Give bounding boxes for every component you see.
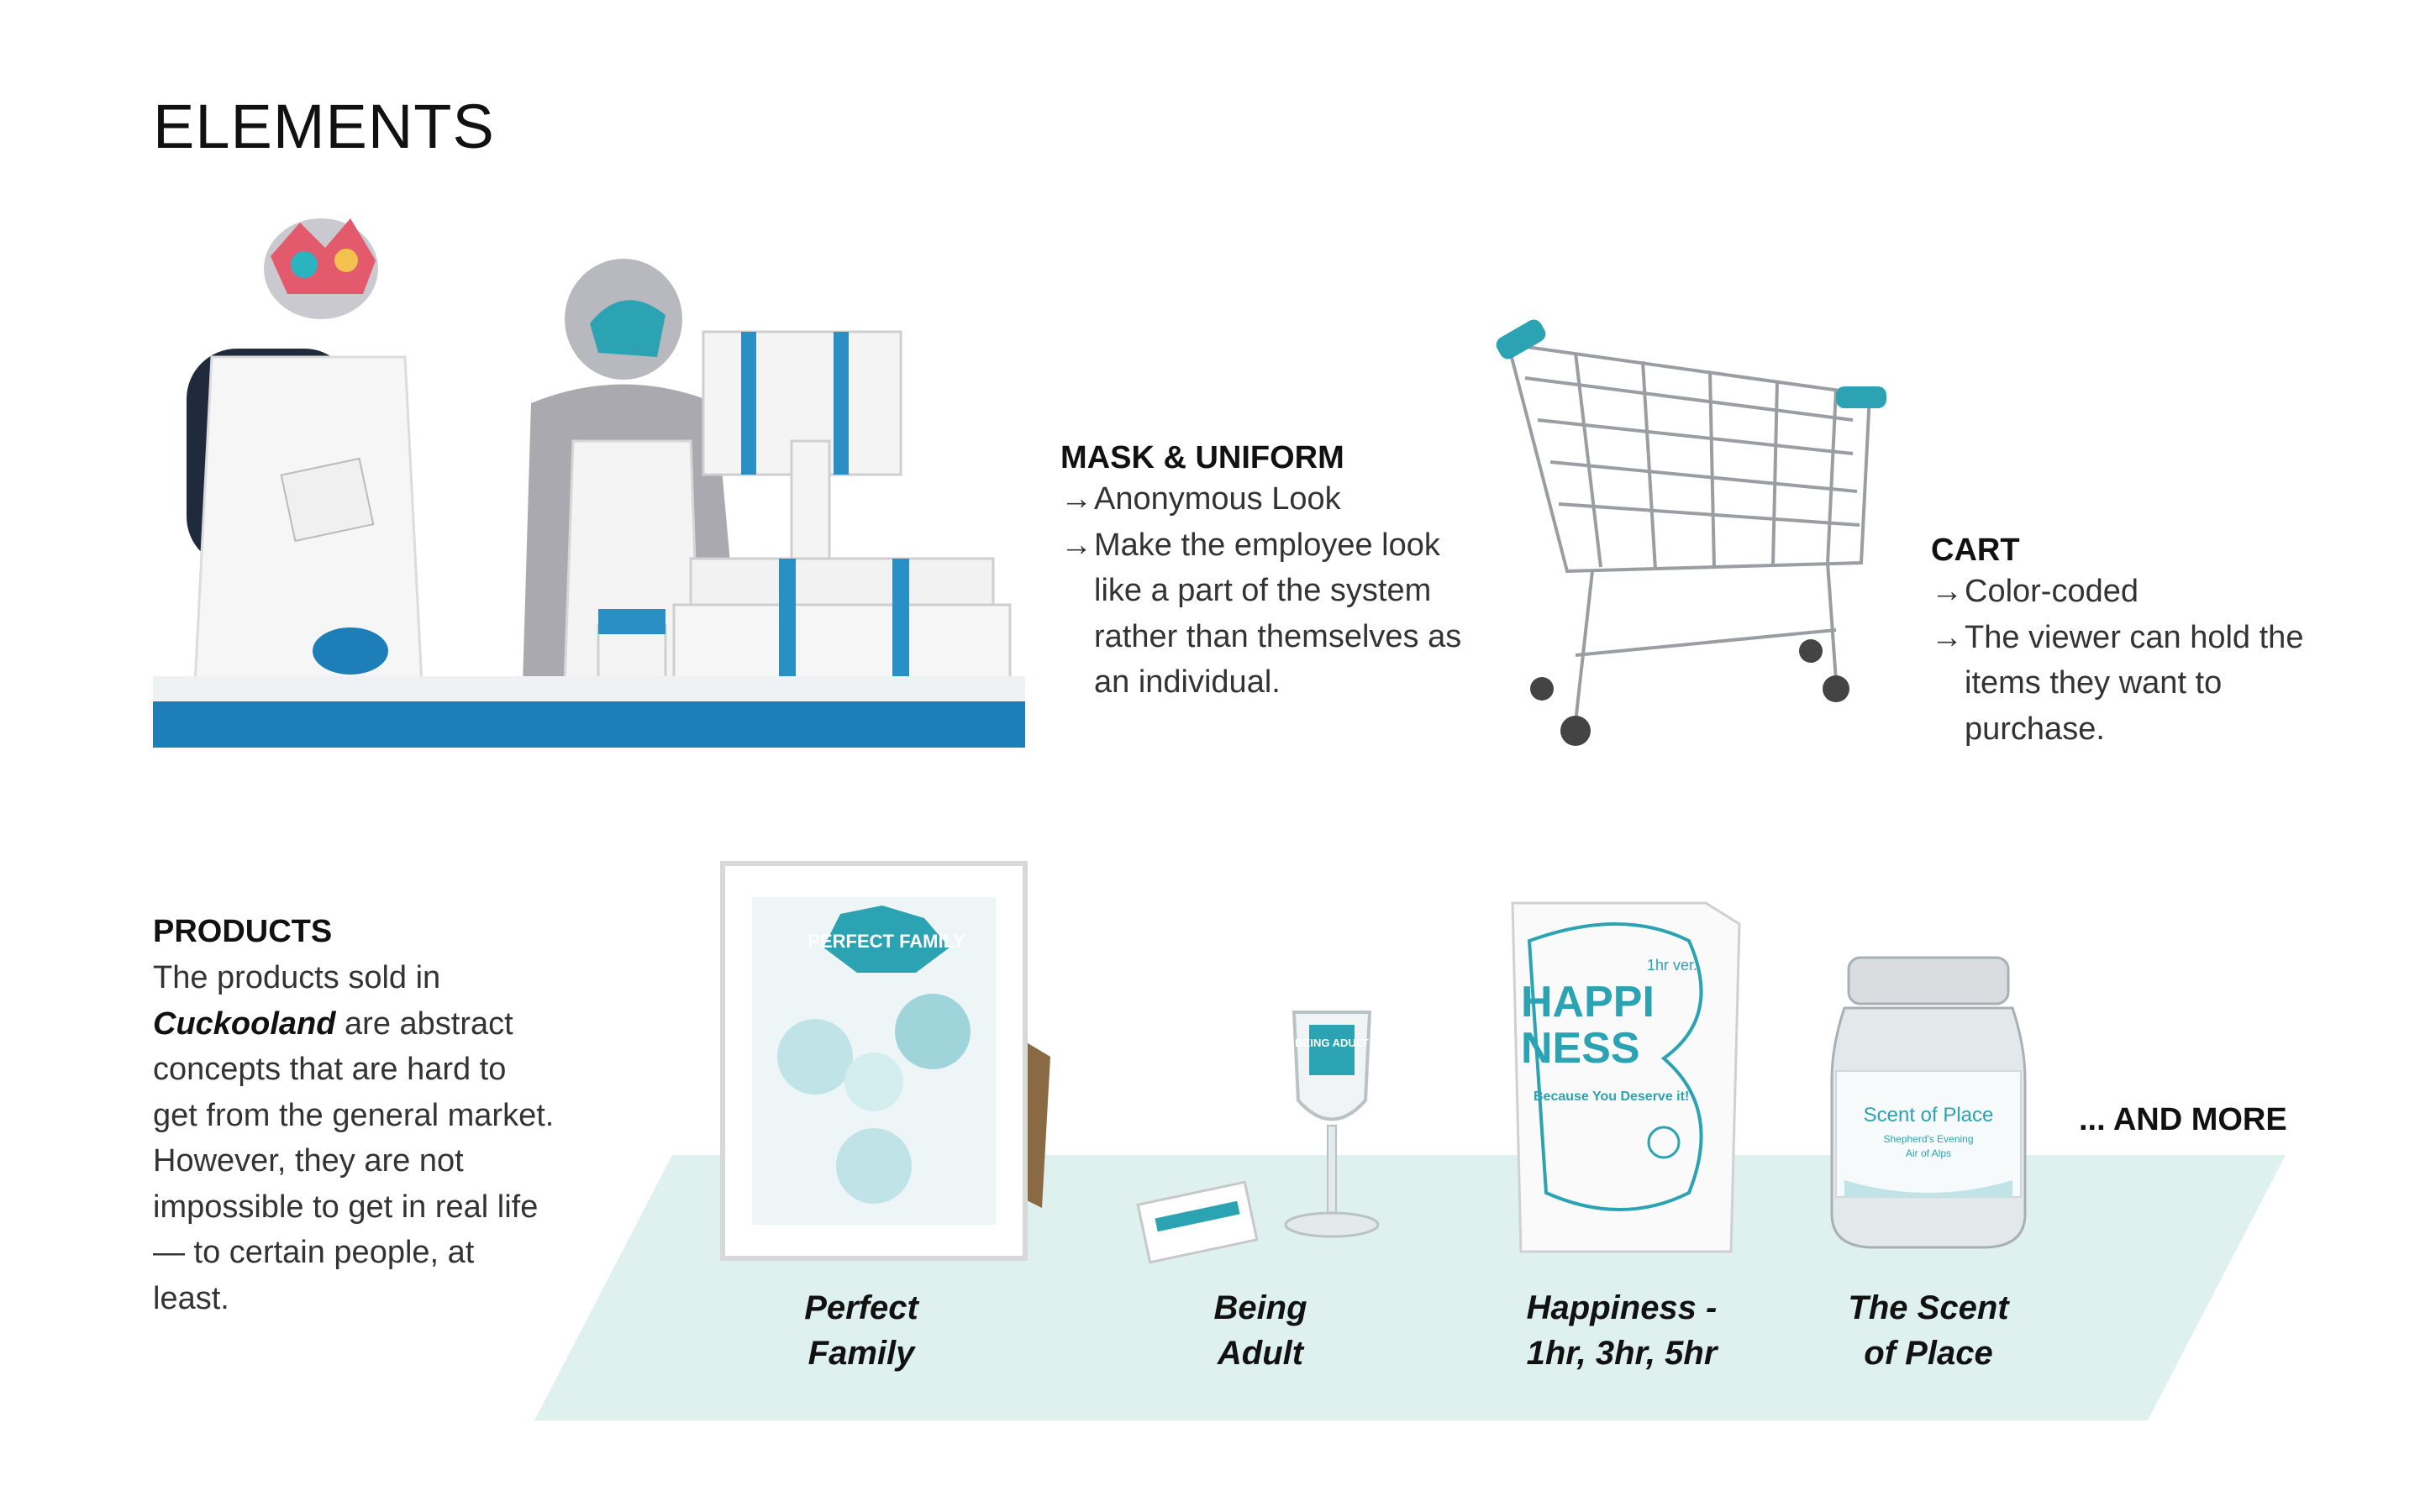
products-description: The products sold in Cuckooland are abst… <box>153 960 555 1316</box>
being-adult-glass: BEING ADULT <box>1136 1011 1380 1264</box>
jar-title: Scent of Place <box>1864 1104 1994 1126</box>
box-title-line1: HAPPI <box>1521 978 1655 1026</box>
staff-illustration <box>153 218 1025 748</box>
arrow-right-icon: → <box>1931 574 1963 609</box>
cart-bullet-2: → The viewer can hold the items they wan… <box>1931 615 2317 753</box>
arrow-right-icon: → <box>1060 527 1092 563</box>
cart-bullet-1-text: Color-coded <box>1965 574 2139 609</box>
brand-name: Cuckooland <box>153 1005 336 1042</box>
happiness-box: 1hr ver. HAPPI NESS Because You Deserve … <box>1511 901 1741 1253</box>
jar-subtitle-1: Shepherd's Evening <box>1883 1133 1973 1145</box>
mask-bullet-2: → Make the employee look like a part of … <box>1060 522 1481 706</box>
mask-bullet-1-text: Anonymous Look <box>1094 481 1341 517</box>
cart-bullet-1: → Color-coded <box>1931 569 2317 615</box>
jar-subtitle-2: Air of Alps <box>1906 1147 1951 1159</box>
mask-uniform-heading: MASK & UNIFORM <box>1060 440 1344 475</box>
shopping-cart-illustration <box>1496 319 1886 746</box>
product-label-happiness: Happiness -1hr, 3hr, 5hr <box>1526 1289 1718 1372</box>
box-tagline: Because You Deserve it! <box>1534 1089 1689 1104</box>
products-heading: PRODUCTS <box>153 914 333 949</box>
frame-title: PERFECT FAMILY <box>808 931 965 952</box>
glass-label: BEING ADULT <box>1295 1037 1368 1049</box>
mask-bullet-2-text: Make the employee look like a part of th… <box>1094 527 1462 701</box>
and-more-label: ... AND MORE <box>2079 1102 2287 1137</box>
cart-heading: CART <box>1931 533 2020 568</box>
arrow-right-icon: → <box>1931 619 1963 655</box>
arrow-right-icon: → <box>1060 481 1092 517</box>
products-section: PRODUCTS The products sold in Cuckooland… <box>153 914 556 1321</box>
box-title-line2: NESS <box>1521 1024 1640 1073</box>
mask-uniform-section: MASK & UNIFORM → Anonymous Look → Make t… <box>1060 440 1481 706</box>
scent-of-place-jar: Scent of Place Shepherd's Evening Air of… <box>1830 956 2027 1249</box>
box-version: 1hr ver. <box>1647 957 1697 974</box>
perfect-family-frame: PERFECT FAMILY <box>720 861 1050 1261</box>
page-title: ELEMENTS <box>153 92 495 161</box>
cart-bullet-2-text: The viewer can hold the items they want … <box>1965 619 2304 747</box>
mask-bullet-1: → Anonymous Look <box>1060 476 1481 522</box>
cart-section: CART → Color-coded → The viewer can hold… <box>1931 533 2317 752</box>
